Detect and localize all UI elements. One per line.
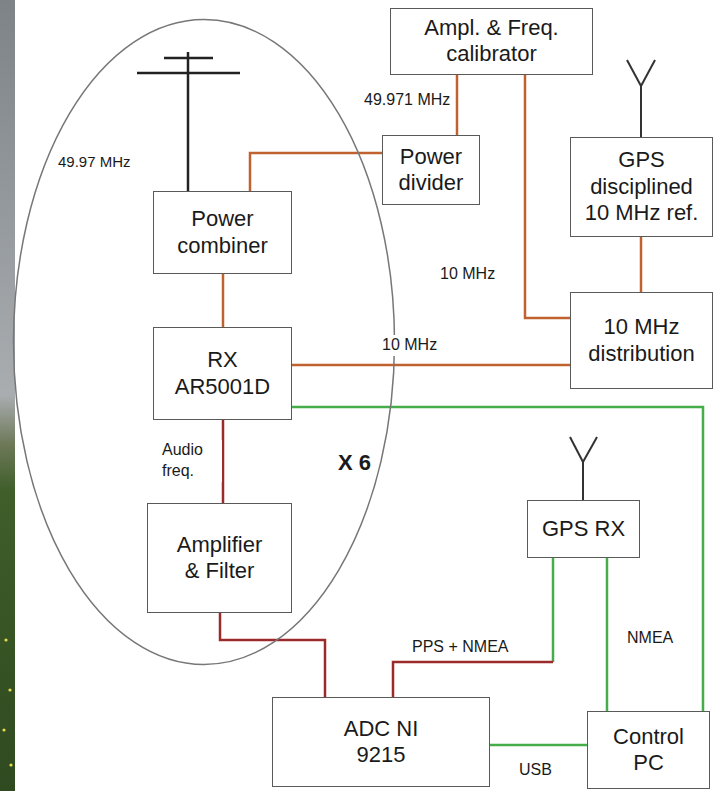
node-text: Amplifier & Filter <box>170 532 270 585</box>
flower-dot <box>2 728 5 731</box>
multiplicity-label: X 6 <box>338 450 371 476</box>
text-holder: RX AR5001D <box>173 347 273 400</box>
text-holder: Power divider <box>391 144 471 197</box>
signal-line <box>393 662 553 697</box>
node-text: Control PC <box>604 724 694 777</box>
signal-line <box>456 75 459 136</box>
node-text: RX AR5001D <box>173 347 273 400</box>
signal-line <box>606 558 609 711</box>
node-text: 10 MHz distribution <box>579 314 704 367</box>
flower-dot <box>9 763 12 766</box>
flower-dot <box>8 688 11 691</box>
group-ellipse: X 6 Power combiner RX AR5001D Amplifier & F… <box>12 18 396 666</box>
process-box: ADC NI 9215 <box>272 697 490 787</box>
signal-line <box>552 558 555 662</box>
signal-line <box>222 420 225 503</box>
signal-line <box>607 558 608 711</box>
text-holder: 10 MHz distribution <box>579 314 704 367</box>
node-text: Ampl. & Freq. calibrator <box>407 15 577 68</box>
node-text: GPS RX <box>542 516 625 542</box>
signal-line <box>223 420 224 503</box>
signal-line <box>490 744 587 747</box>
edge-label: USB <box>517 760 554 781</box>
edge-label: 10 MHz <box>438 264 497 285</box>
node-text: Power combiner <box>163 206 283 259</box>
node-text: Power divider <box>391 144 471 197</box>
signal-line <box>292 364 570 367</box>
antenna-symbol <box>137 52 240 191</box>
signal-line <box>220 613 325 697</box>
signal-line <box>457 75 458 136</box>
text-holder: ADC NI 9215 <box>336 716 426 769</box>
signal-line <box>250 153 382 191</box>
photo-strip <box>0 0 15 791</box>
text-holder: Power combiner <box>163 206 283 259</box>
text-holder: GPS RX <box>542 516 625 542</box>
text-holder: Amplifier & Filter <box>170 532 270 585</box>
signal-line <box>250 153 382 191</box>
text-holder: GPS disciplined 10 MHz ref. <box>579 147 704 226</box>
edge-label: NMEA <box>625 628 675 649</box>
process-box: RX AR5001D <box>153 327 292 420</box>
frequency-label: 49.97 MHz <box>56 152 133 172</box>
text-holder: Ampl. & Freq. calibrator <box>407 15 577 68</box>
process-box: Ampl. & Freq. calibrator <box>390 8 593 75</box>
edge-label: 10 MHz <box>380 335 439 356</box>
text-holder: X 6 <box>338 450 371 476</box>
process-box: GPS disciplined 10 MHz ref. <box>570 137 713 237</box>
process-box: 10 MHz distribution <box>570 292 713 389</box>
signal-line <box>223 274 224 327</box>
process-box: Control PC <box>587 711 710 789</box>
signal-line <box>525 75 570 319</box>
signal-line <box>292 365 570 366</box>
signal-line <box>292 407 703 711</box>
signal-line <box>393 558 553 697</box>
signal-line <box>640 237 643 292</box>
gps-antenna-symbol <box>570 437 597 500</box>
node-text: GPS disciplined 10 MHz ref. <box>579 147 704 226</box>
signal-line <box>490 745 587 746</box>
signal-line <box>525 75 570 319</box>
process-box: Power divider <box>382 135 480 205</box>
text-holder: Control PC <box>604 724 694 777</box>
edge-label: PPS + NMEA <box>410 637 510 658</box>
node-text: ADC NI 9215 <box>336 716 426 769</box>
flower-dot <box>4 638 7 641</box>
gps-antenna-symbol <box>627 60 655 137</box>
ellipse-outline <box>14 20 395 665</box>
signal-line <box>222 274 225 327</box>
signal-line <box>641 237 642 292</box>
process-box: GPS RX <box>527 500 640 558</box>
edge-label: 49.971 MHz <box>362 90 452 111</box>
process-box: Power combiner <box>153 191 292 274</box>
signal-line <box>292 407 703 711</box>
process-box: Amplifier & Filter <box>147 503 292 613</box>
edge-label: Audio freq. <box>160 440 222 482</box>
signal-line <box>220 613 325 697</box>
